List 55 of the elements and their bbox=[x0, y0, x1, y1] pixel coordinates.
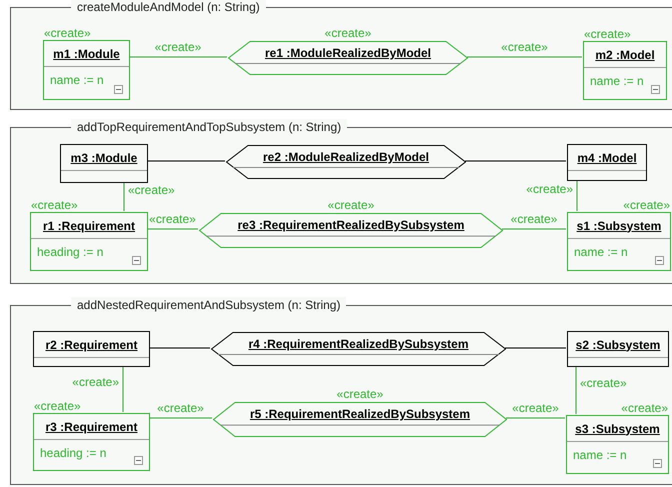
object-box bbox=[567, 331, 669, 367]
frame-title: addTopRequirementAndTopSubsystem (n: String) bbox=[71, 119, 348, 135]
connector-line bbox=[128, 56, 228, 58]
attribute-assignment: heading := n bbox=[37, 245, 104, 259]
frame-title: addNestedRequirementAndSubsystem (n: String) bbox=[71, 297, 346, 313]
object-name: s2 :Subsystem bbox=[576, 338, 660, 352]
attribute-assignment: name := n bbox=[590, 74, 645, 88]
frame-title: createModuleAndModel (n: String) bbox=[71, 0, 266, 15]
connector-line bbox=[502, 228, 566, 230]
stereotype-label: «create» bbox=[31, 198, 78, 212]
stereotype-label: «create» bbox=[324, 26, 372, 40]
stereotype-label: «create» bbox=[621, 401, 668, 415]
stereotype-label: «create» bbox=[623, 198, 670, 212]
connector-line bbox=[464, 160, 566, 162]
edge-label: «create» bbox=[71, 375, 120, 389]
object-name: m3 :Module bbox=[70, 150, 138, 164]
object-name: s3 :Subsystem bbox=[575, 422, 660, 436]
stereotype-label: «create» bbox=[44, 26, 91, 40]
object-box bbox=[60, 144, 148, 183]
link-name: r5 :RequirementRealizedBySubsystem bbox=[248, 407, 472, 421]
stereotype-label: «create» bbox=[584, 27, 631, 41]
link-hexagon bbox=[226, 145, 466, 179]
link-name: re3 :RequirementRealizedBySubsystem bbox=[236, 218, 466, 232]
edge-label: «create» bbox=[148, 212, 197, 226]
link-hexagon bbox=[211, 332, 506, 366]
edge-label: «create» bbox=[156, 401, 205, 415]
edge-label: «create» bbox=[154, 40, 202, 54]
link-name: re2 :ModuleRealizedByModel bbox=[262, 150, 430, 164]
object-box bbox=[33, 331, 150, 367]
object-name: r2 :Requirement bbox=[45, 338, 138, 352]
object-name: m1 :Module bbox=[53, 46, 120, 60]
object-name: r1 :Requirement bbox=[42, 218, 136, 232]
attribute-assignment: name := n bbox=[574, 245, 629, 259]
object-name: m4 :Model bbox=[577, 150, 637, 164]
stereotype-label: «create» bbox=[34, 399, 81, 413]
connector-line bbox=[146, 160, 226, 162]
object-name: r3 :Requirement bbox=[45, 420, 138, 434]
edge-label: «create» bbox=[500, 40, 549, 54]
stereotype-label: «create» bbox=[328, 198, 374, 212]
object-box bbox=[567, 144, 647, 181]
link-name: re1 :ModuleRealizedByModel bbox=[264, 46, 432, 60]
attribute-assignment: name := n bbox=[573, 448, 628, 462]
connector-line bbox=[122, 366, 124, 412]
stereotype-label: «create» bbox=[336, 387, 384, 401]
connector-line bbox=[466, 56, 582, 58]
edge-label: «create» bbox=[510, 212, 558, 226]
attribute-assignment: heading := n bbox=[40, 446, 108, 460]
object-name: s1 :Subsystem bbox=[576, 218, 662, 232]
edge-label: «create» bbox=[511, 401, 560, 415]
attribute-assignment: name := n bbox=[50, 73, 105, 87]
edge-label: «create» bbox=[579, 376, 628, 390]
connector-line bbox=[146, 228, 198, 230]
object-name: m2 :Model bbox=[595, 48, 655, 62]
link-name: r4 :RequirementRealizedBySubsystem bbox=[247, 337, 470, 351]
connector-line bbox=[576, 180, 578, 212]
